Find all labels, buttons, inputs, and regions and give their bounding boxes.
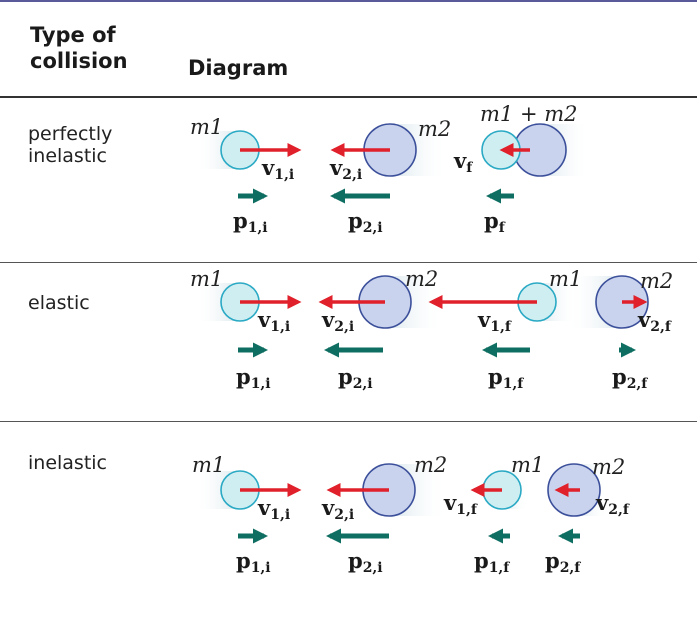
label-combined: m1 + m2 (480, 102, 578, 126)
header-type-of-collision: Type of collision (30, 22, 128, 74)
label-v1i: v1,i (257, 495, 290, 523)
label-p2f: p2,f (612, 364, 648, 392)
label-m1: m1 (190, 115, 223, 139)
label-p1i: p1,i (233, 208, 268, 236)
row-label-elastic: elastic (28, 292, 90, 314)
label-m2-after: m2 (640, 269, 673, 293)
label-v1f: v1,f (443, 490, 478, 518)
row-label-line2: inelastic (28, 145, 108, 167)
label-m1: m1 (192, 453, 225, 477)
label-v1i: v1,i (257, 307, 290, 335)
label-m2: m2 (405, 267, 438, 291)
label-p2f: p2,f (545, 548, 581, 576)
header-rule (0, 96, 697, 98)
label-v1i: v1,i (261, 155, 294, 183)
row-label-line1: perfectly (28, 123, 113, 145)
label-v2f: v2,f (595, 490, 630, 518)
label-p1f: p1,f (488, 364, 524, 392)
label-m2: m2 (418, 117, 451, 141)
label-v1f: v1,f (477, 307, 512, 335)
row-label-inelastic: inelastic (28, 452, 108, 474)
row-elastic: m1 m2 m1 m2 v1,i v2,i v1,f v2,f p1,i p2,… (190, 267, 673, 392)
label-v2f: v2,f (637, 307, 672, 335)
header-type-line1: Type of (30, 23, 116, 47)
label-m2: m2 (414, 453, 447, 477)
label-pf: pf (484, 208, 506, 236)
label-m1-after: m1 (549, 267, 582, 291)
header-diagram: Diagram (188, 56, 289, 80)
label-p1i: p1,i (236, 548, 271, 576)
label-vf: vf (453, 148, 473, 176)
top-border (0, 0, 697, 2)
header-type-line2: collision (30, 49, 128, 73)
label-m2-after: m2 (592, 455, 625, 479)
label-p2i: p2,i (348, 548, 383, 576)
label-p2i: p2,i (348, 208, 383, 236)
row-divider-2 (0, 421, 697, 422)
label-m1-after: m1 (511, 453, 544, 477)
label-v2i: v2,i (329, 155, 362, 183)
row-inelastic: m1 m2 m1 m2 v1,i v2,i v1,f v2,f p1,i p2,… (192, 453, 630, 576)
label-p2i: p2,i (338, 364, 373, 392)
row-perfectly-inelastic: m1 m2 m1 + m2 v1,i v2,i vf p1,i p2,i pf (190, 102, 590, 236)
label-p1i: p1,i (236, 364, 271, 392)
label-v2i: v2,i (321, 495, 354, 523)
label-m1: m1 (190, 267, 223, 291)
row-label-perfectly-inelastic: perfectly inelastic (28, 123, 112, 167)
label-p1f: p1,f (474, 548, 510, 576)
row-divider-1 (0, 262, 697, 263)
label-v2i: v2,i (321, 307, 354, 335)
